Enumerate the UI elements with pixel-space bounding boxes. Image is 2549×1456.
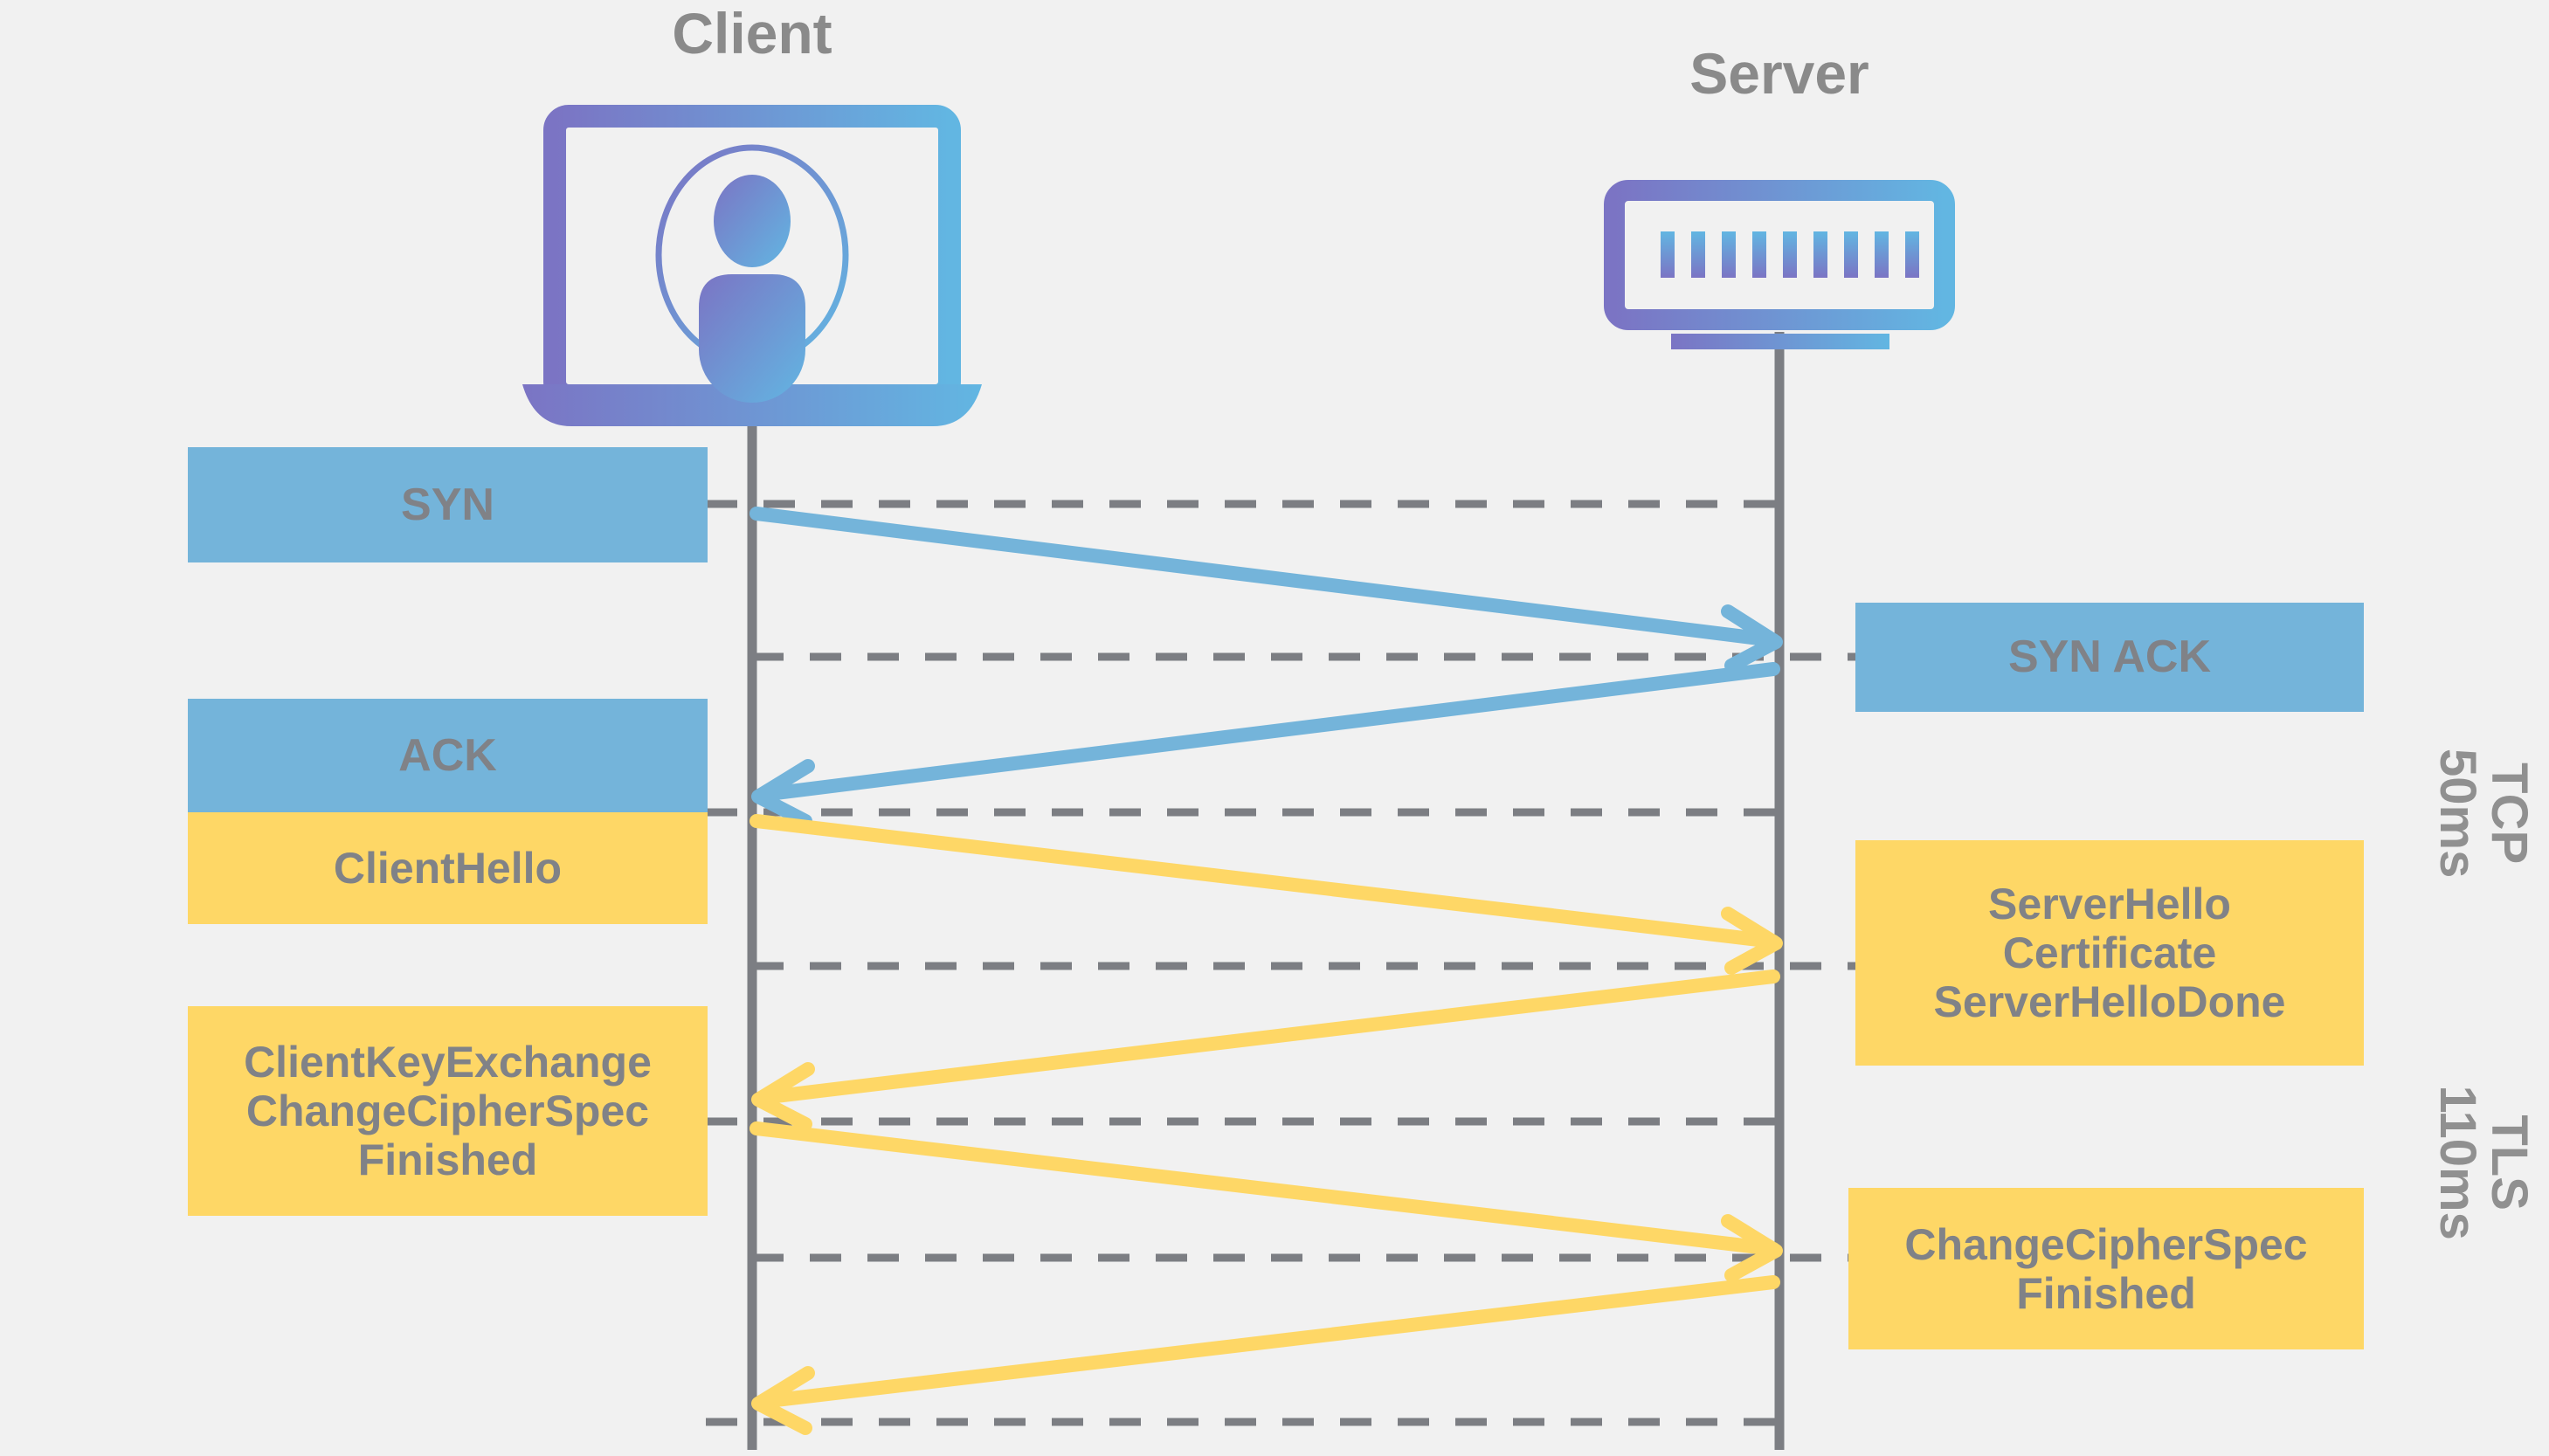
message-box-syn-ack: SYN ACK: [1855, 603, 2364, 712]
message-box-client-hello: ClientHello: [188, 812, 708, 924]
phase-tls-latency: 110ms: [2429, 1085, 2486, 1240]
syn-ack-arrow: [751, 662, 1780, 828]
time-rules: [706, 500, 1873, 1426]
client-title: Client: [672, 1, 832, 66]
laptop-user-icon: [522, 105, 982, 426]
server-title: Server: [1689, 41, 1869, 106]
phase-tcp-name: TCP: [2481, 763, 2539, 865]
client-key-exchange-arrow: [750, 1121, 1783, 1282]
phase-label-tcp: TCP 50ms: [2429, 700, 2539, 927]
message-box-syn: SYN: [188, 447, 708, 562]
message-box-client-key-exchange: ClientKeyExchange ChangeCipherSpec Finis…: [188, 1006, 708, 1216]
phase-label-tls: TLS 110ms: [2429, 1049, 2539, 1276]
server-rack-bars: [1661, 231, 1919, 278]
phase-tcp-latency: 50ms: [2429, 748, 2486, 879]
change-cipher-spec-arrow: [751, 1275, 1780, 1435]
phase-tls-name: TLS: [2481, 1114, 2539, 1211]
avatar: [655, 144, 849, 403]
syn-arrow: [750, 507, 1783, 673]
message-box-change-cipher-spec: ChangeCipherSpec Finished: [1848, 1188, 2364, 1349]
server-rack-icon: [1604, 180, 1955, 349]
message-box-server-hello: ServerHello Certificate ServerHelloDone: [1855, 840, 2364, 1066]
client-hello-arrow: [750, 814, 1783, 975]
message-box-ack: ACK: [188, 699, 708, 812]
server-hello-arrow: [751, 970, 1780, 1131]
